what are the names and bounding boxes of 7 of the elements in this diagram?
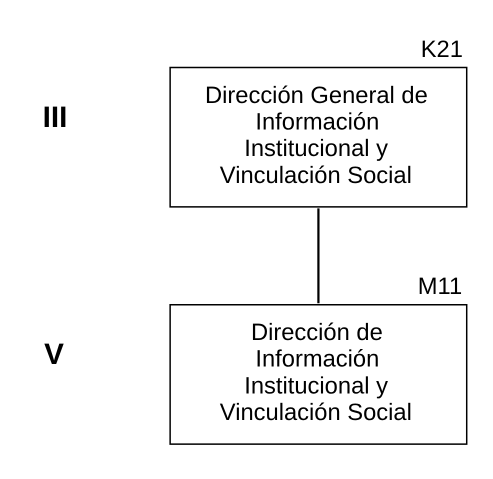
label: III [42,100,68,134]
node-label: M11 [418,274,462,300]
connector [317,208,320,304]
node-box: Dirección de Información Institucional y Vinculación Social [169,304,468,445]
label: V [44,338,64,372]
node-box: Dirección General de Información Institucional y Vinculación Social [169,66,468,208]
node-label: K21 [420,36,463,63]
